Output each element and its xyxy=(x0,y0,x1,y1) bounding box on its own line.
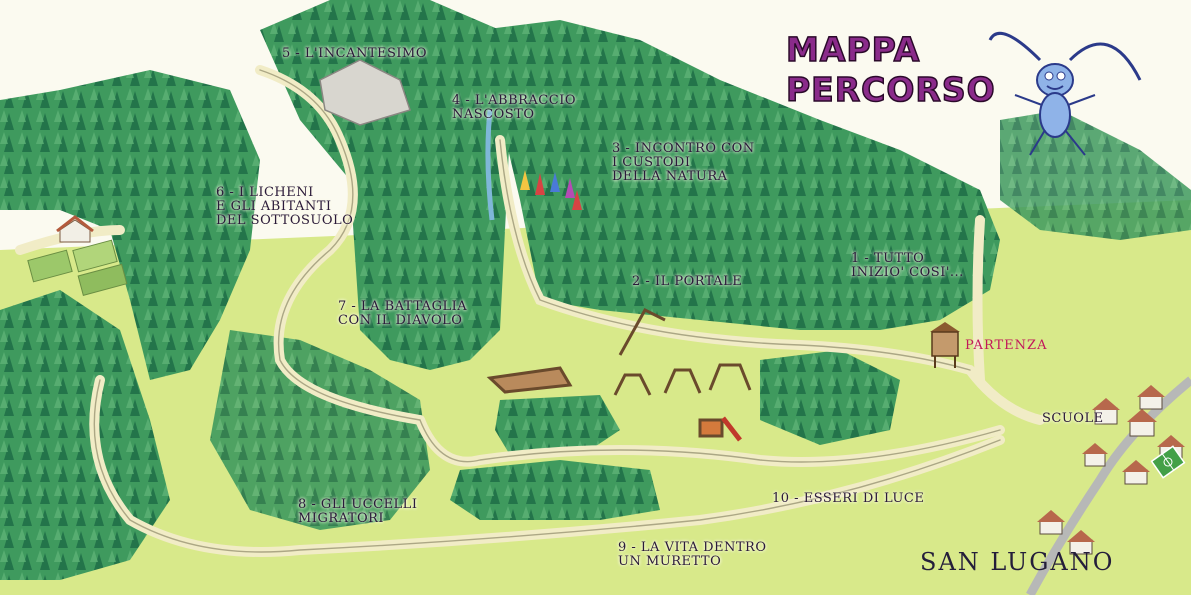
guardian-figures xyxy=(520,170,582,210)
station-7-label: 7 - LA BATTAGLIA CON IL DIAVOLO xyxy=(338,299,468,328)
grove-center xyxy=(495,395,620,455)
trail-edges xyxy=(93,69,1001,553)
stream xyxy=(485,109,495,221)
map-title-line2: PERCORSO xyxy=(785,69,996,110)
start-label: PARTENZA xyxy=(965,338,1048,353)
grove-right xyxy=(760,350,900,445)
station-5-label: 5 - L'INCANTESIMO xyxy=(282,46,428,61)
station-3-label: 3 - INCONTRO CON I CUSTODI DELLA NATURA xyxy=(612,141,755,184)
station-2-label: 2 - IL PORTALE xyxy=(632,274,743,289)
station-4-label: 4 - L'ABBRACCIO NASCOSTO xyxy=(452,93,576,122)
station-1-label: 1 - TUTTO INIZIO' COSI'... xyxy=(851,251,964,280)
station-6-label: 6 - I LICHENI E GLI ABITANTI DEL SOTTOSU… xyxy=(216,185,354,228)
insect-mascot-icon xyxy=(988,31,1142,156)
town-name: SAN LUGANO xyxy=(920,548,1115,576)
forest-lower-center xyxy=(210,330,430,530)
map-title-line1: MAPPA xyxy=(785,29,921,70)
station-8-label: 8 - GLI UCCELLI MIGRATORI xyxy=(298,497,418,526)
forest-lower-left xyxy=(0,290,170,580)
farm-fields xyxy=(27,215,128,296)
forest-ridge-right xyxy=(1000,110,1191,240)
station-9-label: 9 - LA VITA DENTRO UN MURETTO xyxy=(618,540,767,569)
map-title: MAPPA PERCORSO xyxy=(785,29,996,110)
rock-cave xyxy=(319,59,411,126)
station-10-label: 10 - ESSERI DI LUCE xyxy=(772,491,925,506)
road xyxy=(1026,376,1191,595)
football-pitch-icon xyxy=(1150,445,1186,479)
forest-right xyxy=(480,20,1000,330)
grove-lower xyxy=(450,460,660,520)
start-signboard-icon xyxy=(930,322,960,368)
school-label: SCUOLE xyxy=(1042,411,1104,426)
playground xyxy=(486,308,752,442)
forest-left xyxy=(0,70,260,380)
